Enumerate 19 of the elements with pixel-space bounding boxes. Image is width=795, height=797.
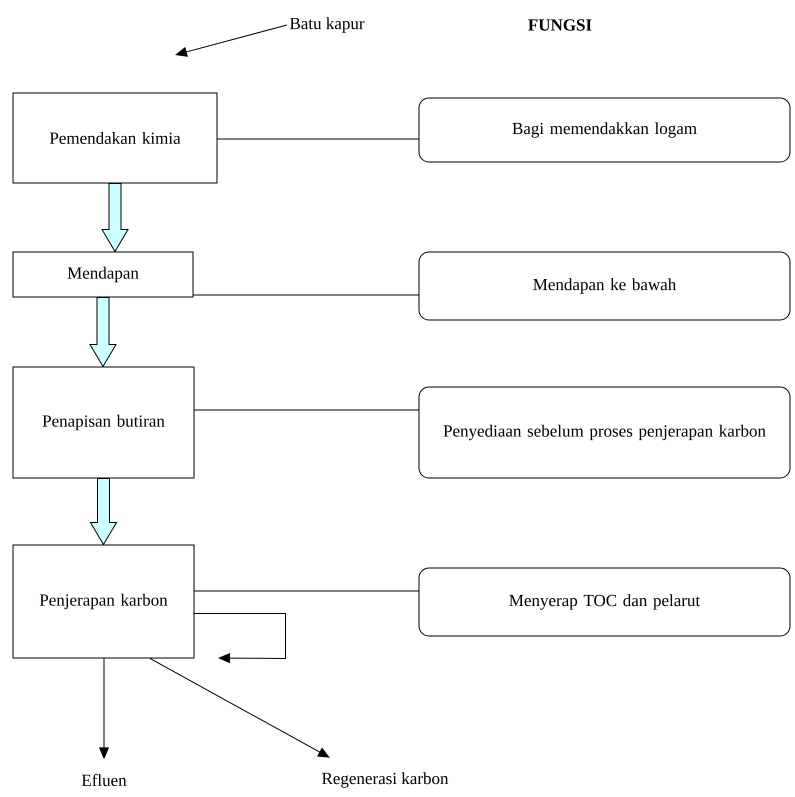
- function-box: Menyerap TOC dan pelarut: [418, 568, 790, 636]
- process-box: Penapisan butiran: [12, 366, 194, 478]
- column-heading: FUNGSI: [528, 19, 592, 31]
- connector-line: [194, 590, 419, 592]
- function-box: Bagi memendakkan logam: [418, 98, 790, 162]
- source-label: Batu kapur: [290, 17, 364, 33]
- output-label: Regenerasi karbon: [322, 772, 448, 788]
- block-arrow: [101, 183, 129, 252]
- function-box: Penyediaan sebelum proses penjerapan karbon: [418, 386, 790, 478]
- process-box: Mendapan: [12, 252, 194, 298]
- connector-line: [217, 138, 419, 140]
- output-label: Efluen: [82, 774, 126, 786]
- process-box: Pemendakan kimia: [12, 92, 218, 184]
- block-arrow: [90, 478, 118, 546]
- function-box: Mendapan ke bawah: [418, 252, 790, 320]
- connector-line: [193, 294, 419, 296]
- return-arrow: [194, 613, 286, 664]
- block-arrow: [89, 297, 117, 368]
- process-box: Penjerapan karbon: [12, 544, 194, 658]
